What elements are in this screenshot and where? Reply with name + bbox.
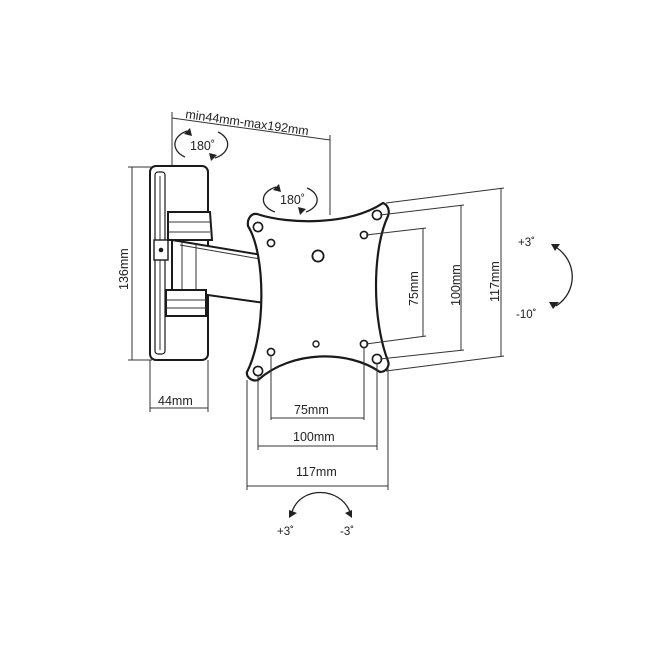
height-dimension: 136mm	[117, 166, 152, 361]
rotation-indicator: +3˚ -3˚	[277, 491, 354, 538]
height-136-label: 136mm	[117, 248, 131, 290]
vesa-h-117-label: 117mm	[296, 465, 337, 479]
tilt-up-label: +3˚	[518, 237, 535, 249]
vesa-hole-bottom-left	[252, 365, 264, 377]
rot-left-label: +3˚	[277, 526, 294, 538]
lock-screw	[312, 340, 320, 348]
vesa-v-117-label: 117mm	[488, 261, 502, 302]
swivel-plate-label: 180˚	[280, 193, 305, 207]
vesa-hole-top-left	[252, 221, 264, 233]
vesa-plate	[245, 201, 390, 382]
hinge-upper	[167, 211, 214, 241]
vesa-h-100-label: 100mm	[293, 430, 335, 444]
vesa-h-75-label: 75mm	[294, 403, 329, 417]
vesa-hole-inner-tl	[266, 238, 276, 248]
depth-range-label: min44mm-max192mm	[185, 107, 310, 138]
vesa-vertical-dimensions: 75mm 100mm 117mm	[365, 187, 505, 372]
vesa-v-75-label: 75mm	[407, 271, 421, 306]
tilt-down-label: -10˚	[516, 309, 536, 321]
swivel-wall-label: 180˚	[190, 139, 215, 153]
tilt-indicator: +3˚ -10˚	[516, 237, 573, 321]
center-hole	[311, 249, 325, 263]
vesa-hole-inner-bl	[266, 347, 276, 357]
hinge-lower	[165, 289, 207, 317]
wall-plate-width-dimension: 44mm	[149, 360, 209, 412]
swivel-wall-indicator: 180˚	[174, 128, 229, 161]
vesa-horizontal-dimensions: 75mm 100mm 117mm	[246, 347, 389, 490]
width-44-label: 44mm	[158, 394, 193, 408]
swivel-plate-indicator: 180˚	[262, 184, 318, 215]
vesa-v-100-label: 100mm	[449, 264, 463, 306]
rot-right-label: -3˚	[340, 526, 354, 538]
